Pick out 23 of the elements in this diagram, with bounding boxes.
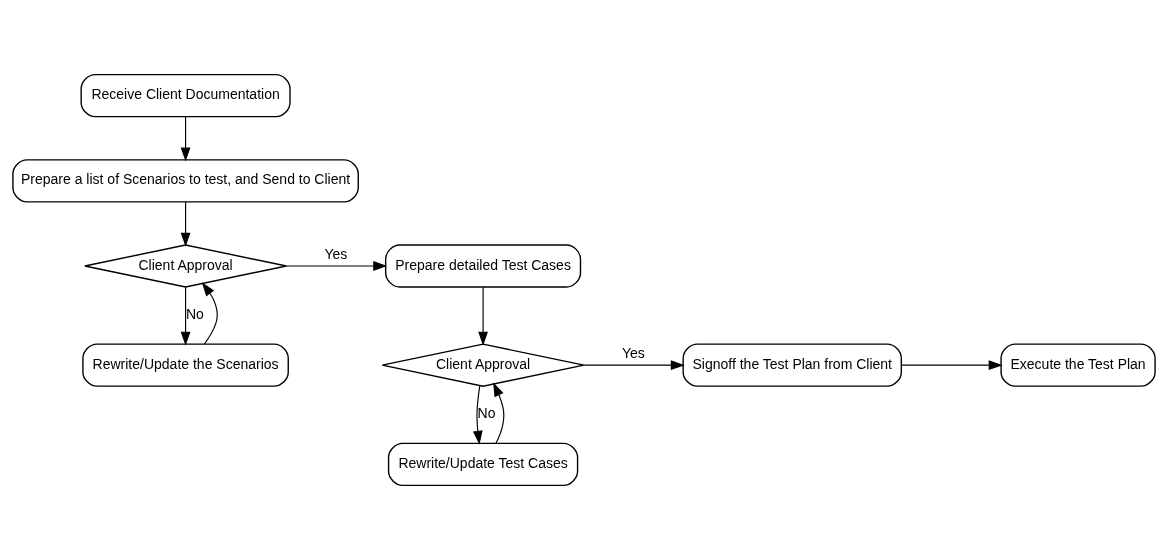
arrow (583, 360, 685, 371)
arrow (478, 286, 488, 346)
node-box: Rewrite/Update the Scenarios (82, 343, 289, 387)
arrow (901, 360, 1003, 371)
edge-label: No (477, 405, 496, 422)
node-box: Signoff the Test Plan from Client (682, 343, 903, 387)
node-diamond: Client Approval (84, 244, 288, 288)
node-box: Receive Client Documentation (80, 73, 291, 118)
node-box: Prepare detailed Test Cases (384, 244, 582, 288)
edge-label: Yes (621, 344, 645, 361)
arrow (472, 385, 483, 445)
edge-label: Yes (324, 245, 348, 262)
node-box: Prepare a list of Scenarios to test, and Send to Client (12, 159, 359, 203)
arrow (285, 261, 388, 271)
edge-label: No (185, 306, 204, 323)
arrow (180, 286, 191, 346)
arrow (201, 282, 218, 345)
node-diamond: Client Approval (381, 343, 585, 387)
arrow (180, 201, 191, 247)
node-box: Rewrite/Update Test Cases (387, 442, 579, 487)
arrow (493, 382, 505, 444)
arrow (180, 116, 191, 162)
node-box: Execute the Test Plan (1000, 343, 1156, 387)
